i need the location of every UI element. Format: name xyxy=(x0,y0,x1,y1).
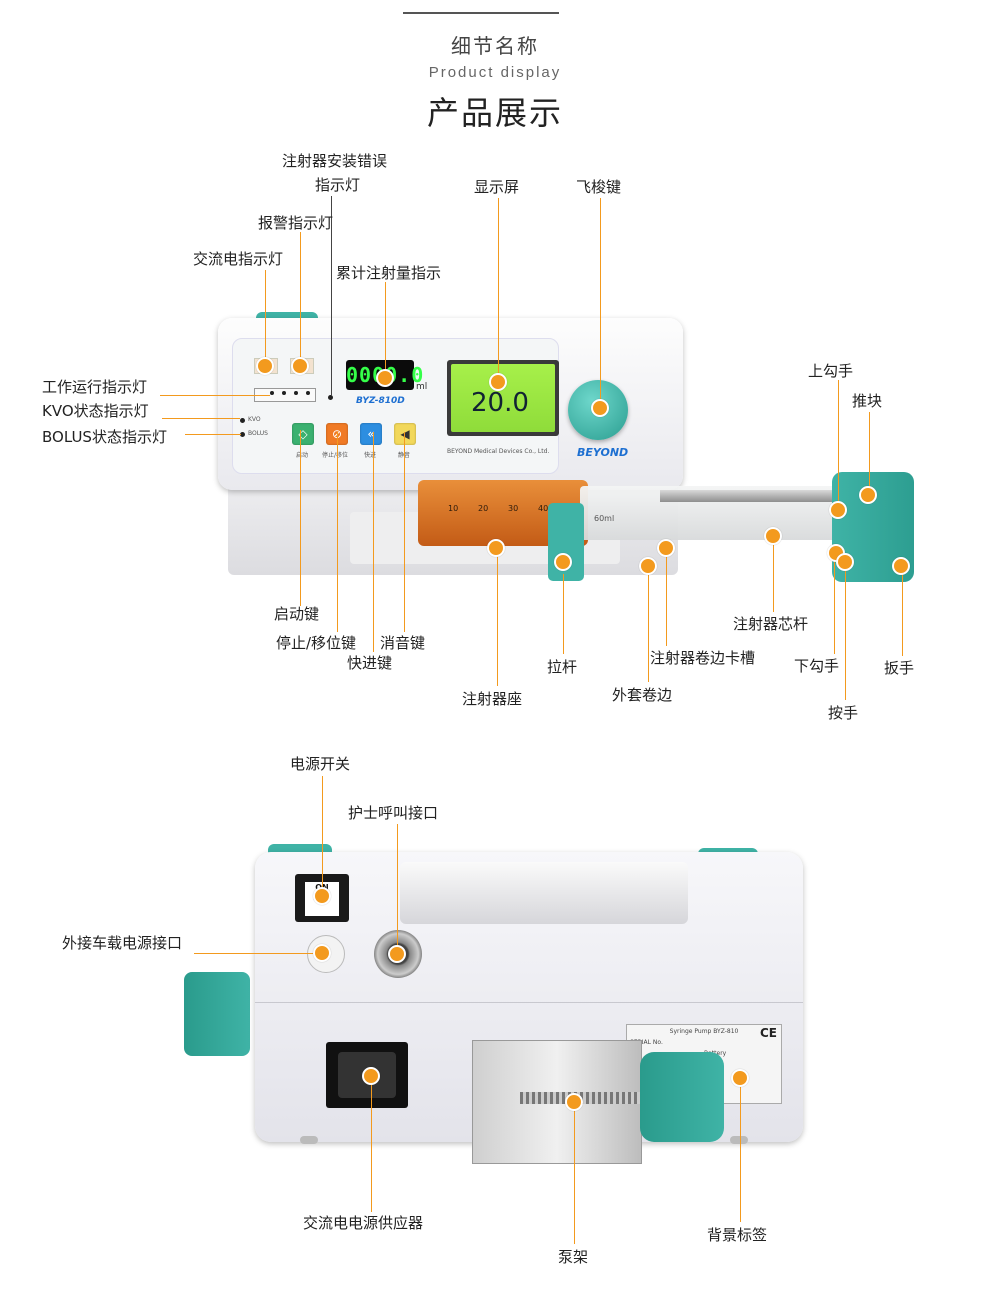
kvo-light xyxy=(240,418,245,423)
dot-power-switch xyxy=(313,887,331,905)
led-unit: ml xyxy=(416,382,428,392)
foot-left xyxy=(300,1136,318,1144)
dot-ac-supply xyxy=(362,1067,380,1085)
install-error-light xyxy=(328,395,333,400)
scale-30: 30 xyxy=(508,504,519,513)
dot-pull-rod xyxy=(554,553,572,571)
run-light-3 xyxy=(294,391,298,395)
bolus-small-label: BOLUS xyxy=(248,430,268,437)
dot-cumulative xyxy=(376,369,394,387)
syringe-size: 60ml xyxy=(594,514,615,523)
label-cumulative: 累计注射量指示 xyxy=(336,264,442,282)
rear-split xyxy=(255,1002,803,1003)
label-outer-flange: 外套卷边 xyxy=(612,686,673,704)
fast-forward-key[interactable]: « xyxy=(360,423,382,445)
clamp-knob[interactable] xyxy=(640,1052,724,1142)
dot-shuttle xyxy=(591,399,609,417)
rear-window xyxy=(400,862,688,924)
scale-40: 40 xyxy=(538,504,549,513)
bolus-light xyxy=(240,432,245,437)
dot-upper-hook xyxy=(829,501,847,519)
kvo-small-label: KVO xyxy=(248,416,261,423)
label-ac-supply: 交流电电源供应器 xyxy=(303,1214,424,1232)
dot-flange-slot xyxy=(657,539,675,557)
dot-pump-stand xyxy=(565,1093,583,1111)
dot-dc-port xyxy=(313,944,331,962)
dot-ac xyxy=(256,357,274,375)
dot-display xyxy=(489,373,507,391)
label-flange-slot: 注射器卷边卡槽 xyxy=(650,649,756,667)
label-seat: 注射器座 xyxy=(462,690,523,708)
plate-title: Syringe Pump BYZ-810 xyxy=(669,1028,739,1035)
label-dc-port: 外接车载电源接口 xyxy=(62,934,183,952)
label-alarm-light: 报警指示灯 xyxy=(258,214,334,232)
dot-plunger xyxy=(764,527,782,545)
dot-rear-label xyxy=(731,1069,749,1087)
dot-press xyxy=(836,553,854,571)
label-pump-stand: 泵架 xyxy=(558,1248,589,1266)
lcd-display: 20.0 xyxy=(447,360,559,436)
label-ac-light: 交流电指示灯 xyxy=(193,250,284,268)
label-upper-hook: 上勾手 xyxy=(808,362,854,380)
section-title-zh: 细节名称 xyxy=(451,34,539,58)
label-pull-rod: 拉杆 xyxy=(547,658,578,676)
foot-right xyxy=(730,1136,748,1144)
side-knob xyxy=(184,972,250,1056)
label-bolus-light: BOLUS状态指示灯 xyxy=(42,428,167,446)
label-display: 显示屏 xyxy=(474,178,520,196)
label-start-key: 启动键 xyxy=(274,605,320,623)
start-key[interactable]: ◇ xyxy=(292,423,314,445)
scale-20: 20 xyxy=(478,504,489,513)
page-title: 产品展示 xyxy=(426,94,563,132)
label-push-block: 推块 xyxy=(852,392,883,410)
lcd-value: 20.0 xyxy=(471,388,529,418)
label-power-switch: 电源开关 xyxy=(290,755,351,773)
label-work-light: 工作运行指示灯 xyxy=(42,378,148,396)
label-stop-key: 停止/移位键 xyxy=(276,634,357,652)
label-fast-key: 快进键 xyxy=(347,654,393,672)
dot-nurse-call xyxy=(388,945,406,963)
plunger-rod xyxy=(660,490,840,502)
dot-seat xyxy=(487,539,505,557)
dot-outer-flange xyxy=(639,557,657,575)
fast-key-small: 快进 xyxy=(364,452,377,459)
section-title-en: Product display xyxy=(428,64,562,81)
label-kvo-light: KVO状态指示灯 xyxy=(42,402,149,420)
label-rear-label: 背景标签 xyxy=(707,1226,768,1244)
brand-logo: BEYOND xyxy=(577,446,629,459)
label-install-error-1: 注射器安装错误 xyxy=(282,152,388,170)
label-shuttle-key: 飞梭键 xyxy=(576,178,622,196)
dot-alarm xyxy=(291,357,309,375)
label-mute-key: 消音键 xyxy=(380,634,426,652)
label-press-hand: 按手 xyxy=(828,704,859,722)
model-text: BYZ-810D xyxy=(356,396,405,406)
label-wrench: 扳手 xyxy=(884,659,915,677)
run-light-1 xyxy=(270,391,274,395)
label-plunger-rod: 注射器芯杆 xyxy=(733,615,809,633)
run-light-4 xyxy=(306,391,310,395)
mute-key[interactable]: ◀ xyxy=(394,423,416,445)
label-install-error-2: 指示灯 xyxy=(315,176,361,194)
scale-10: 10 xyxy=(448,504,459,513)
manufacturer-text: BEYOND Medical Devices Co., Ltd. xyxy=(447,448,550,455)
run-light-2 xyxy=(282,391,286,395)
dot-wrench xyxy=(892,557,910,575)
dot-push-block xyxy=(859,486,877,504)
header-divider xyxy=(403,12,559,14)
label-lower-hook: 下勾手 xyxy=(794,657,840,675)
plate-serial: SERIAL No. xyxy=(630,1039,663,1046)
stop-key-small: 停止/移位 xyxy=(322,452,349,459)
start-key-small: 启动 xyxy=(296,452,309,459)
ce-mark: CE xyxy=(760,1026,778,1040)
label-nurse-call: 护士呼叫接口 xyxy=(348,804,439,822)
